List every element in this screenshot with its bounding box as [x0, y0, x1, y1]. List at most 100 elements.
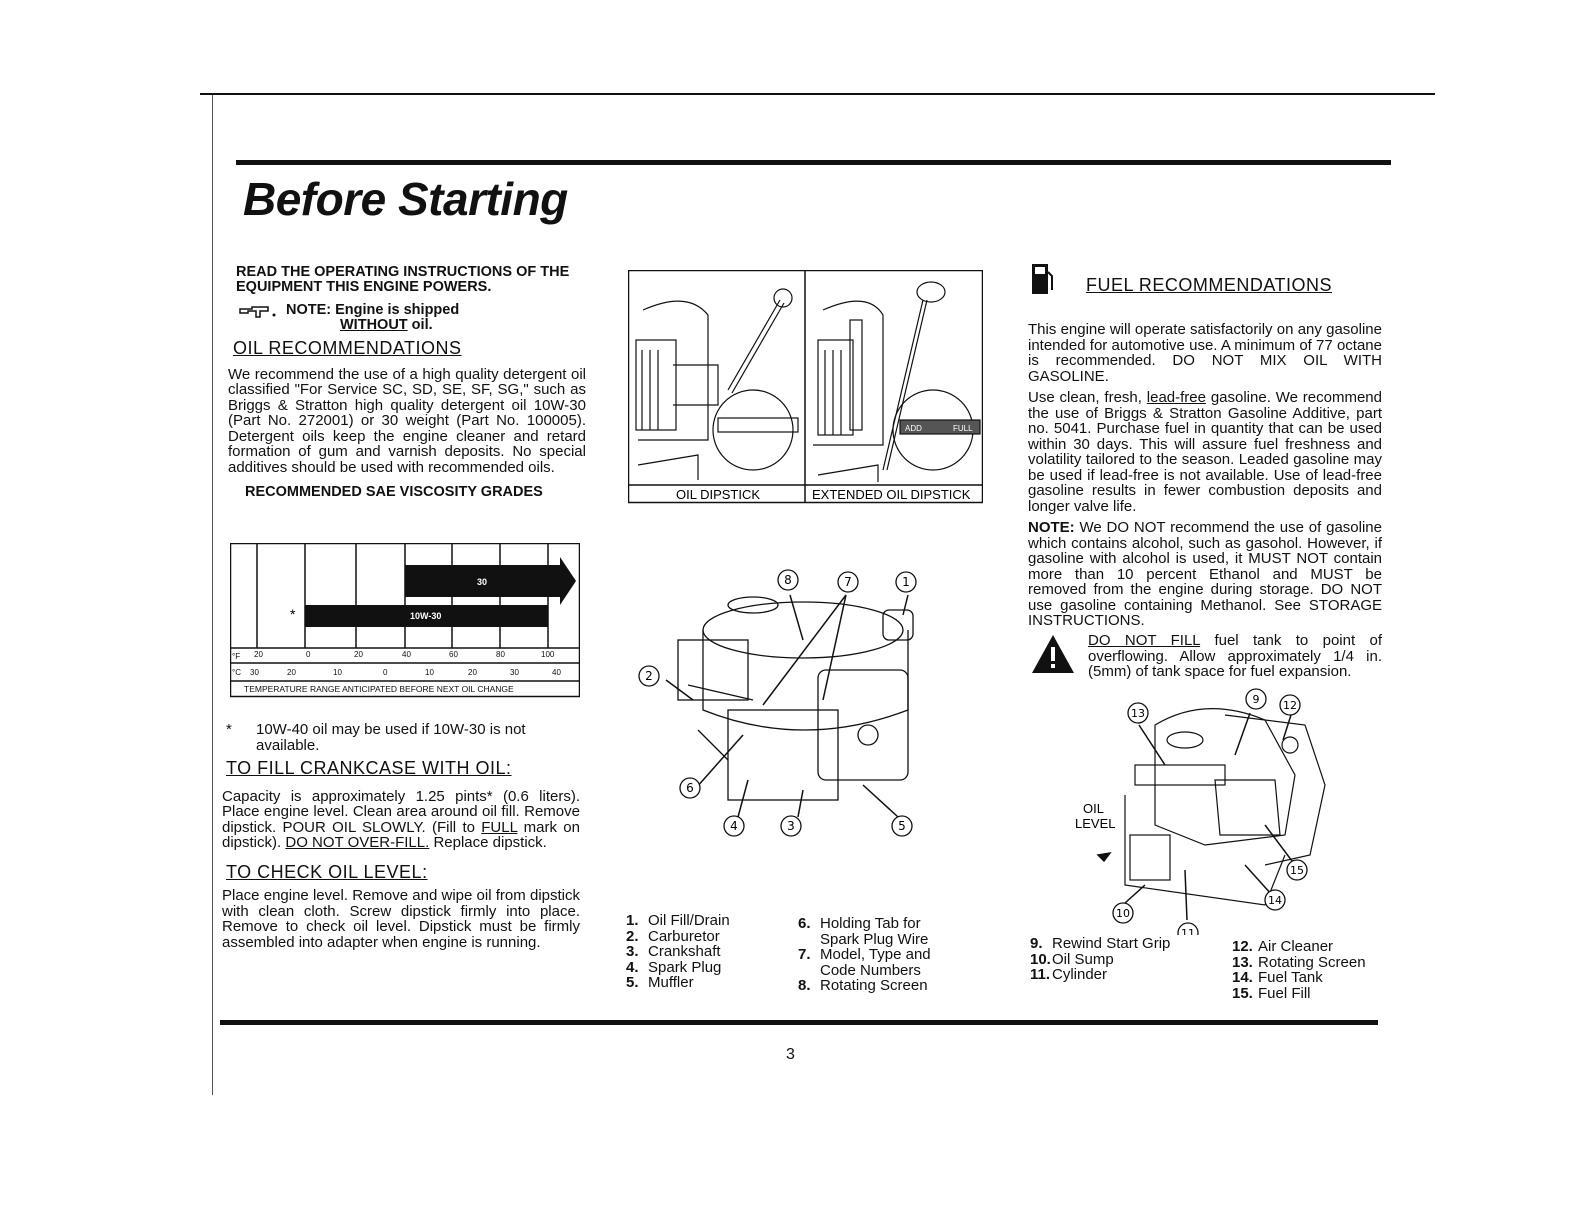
mower-drawing — [1124, 708, 1326, 906]
list-label: Carburetor — [648, 927, 720, 945]
fuel-note-text: We DO NOT recommend the use of gasoline … — [1028, 519, 1382, 629]
callout-label: 4 — [730, 819, 738, 833]
callout-label: 3 — [787, 819, 795, 833]
callout-8: 8 — [777, 569, 799, 591]
note-suffix: oil. — [407, 317, 433, 333]
viscosity-chart: 30 10W-30 * °F 20 0 20 40 60 80 100 °C 3… — [230, 543, 580, 698]
list-label: Crankshaft — [648, 943, 721, 960]
chart-asterisk: * — [290, 606, 296, 622]
list-label: Muffler — [648, 974, 694, 991]
callout-label: 11 — [1181, 927, 1195, 935]
page-number: 3 — [786, 1046, 795, 1063]
f-tick: 20 — [354, 650, 363, 659]
engine-drawing — [677, 596, 914, 801]
list-item: 5. Muffler — [626, 975, 730, 991]
list-num: 10. — [1030, 950, 1051, 968]
dip-mark-add: ADD — [905, 424, 922, 433]
c-tick: 20 — [468, 668, 477, 677]
warning-body: fuel tank to point of overflowing. Allow… — [1088, 632, 1383, 680]
list-label: Rotating Screen — [1258, 953, 1366, 971]
f-unit: °F — [232, 652, 240, 661]
do-not-fill: DO NOT FILL — [1088, 632, 1201, 649]
fill-full: FULL — [481, 818, 518, 836]
fuel-text-part: gasoline. We recommend the use of Briggs… — [1028, 389, 1382, 515]
check-heading: TO CHECK OIL LEVEL: — [226, 861, 428, 882]
callout-label: 9 — [1253, 693, 1260, 706]
callout-12: 12 — [1279, 694, 1301, 716]
callout-4: 4 — [723, 815, 745, 837]
list-item: 13.Rotating Screen — [1232, 953, 1366, 971]
list-item: 9. Rewind Start Grip — [1030, 936, 1170, 952]
warning-text: DO NOT FILL fuel tank to point of overfl… — [1088, 633, 1382, 680]
viscosity-heading: RECOMMENDED SAE VISCOSITY GRADES — [245, 484, 543, 500]
list-label: Holding Tab for Spark Plug Wire — [820, 915, 929, 948]
callout-11: 11 — [1177, 922, 1199, 935]
list-item: 11.Cylinder — [1030, 967, 1170, 983]
fuel-heading-row: FUEL RECOMMENDATIONS — [1030, 262, 1332, 296]
c-tick: 30 — [510, 668, 519, 677]
c-tick: 40 — [552, 668, 561, 677]
fuel-pump-icon — [1032, 264, 1053, 294]
callout-3: 3 — [780, 815, 802, 837]
oil-text: We recommend the use of a high quality d… — [228, 365, 586, 476]
list-label: Rotating Screen — [820, 977, 928, 994]
footer-rule — [220, 1020, 1378, 1025]
list-num: 5. — [626, 974, 639, 991]
list-num: 1. — [626, 912, 639, 929]
list-num: 6. — [798, 915, 811, 932]
fill-text-part: Replace dipstick. — [429, 834, 547, 851]
chart-caption: TEMPERATURE RANGE ANTICIPATED BEFORE NEX… — [244, 684, 514, 694]
list-item: 15.Fuel Fill — [1232, 984, 1366, 1002]
fill-heading: TO FILL CRANKCASE WITH OIL: — [226, 758, 512, 778]
header-rule — [236, 160, 1391, 165]
lead-free-text: lead-free — [1146, 389, 1206, 406]
parts-list-d: 12.Air Cleaner 13.Rotating Screen 14.Fue… — [1232, 939, 1366, 1001]
footnote-text: 10W-40 oil may be used if 10W-30 is not … — [256, 721, 526, 754]
list-item: 1.Oil Fill/Drain — [626, 913, 730, 929]
engine-leader-lines — [665, 594, 909, 818]
fuel-text-part: Use clean, fresh, — [1028, 389, 1147, 406]
callout-13: 13 — [1127, 702, 1149, 724]
list-label: Cylinder — [1052, 966, 1108, 983]
list-item: 4.Spark Plug — [626, 958, 730, 976]
oil-heading: OIL RECOMMENDATIONS — [233, 338, 462, 358]
list-num: 2. — [626, 927, 639, 945]
footnote-mark: * — [226, 721, 232, 738]
callout-14: 14 — [1264, 889, 1286, 911]
list-item: 14.Fuel Tank — [1232, 970, 1366, 986]
fuel-warning: DO NOT FILL fuel tank to point of overfl… — [1030, 633, 1382, 680]
chart-grid — [230, 543, 580, 682]
extended-dipstick-drawing — [813, 281, 981, 482]
list-num: 15. — [1232, 984, 1253, 1002]
left-column: READ THE OPERATING INSTRUCTIONS OF THE E… — [228, 265, 586, 501]
c-tick: 10 — [425, 668, 434, 677]
c-tick: 20 — [287, 668, 296, 677]
dipstick-drawing — [635, 288, 799, 480]
callout-5: 5 — [891, 815, 913, 837]
fill-text-part: mark on dipstick). — [222, 818, 580, 851]
fuel-paragraph-2: Use clean, fresh, lead-free gasoline. We… — [1028, 390, 1382, 514]
callout-label: 6 — [686, 781, 694, 795]
note-block: NOTE: Engine is shipped WITHOUT oil. — [228, 303, 586, 333]
callout-2: 2 — [638, 665, 660, 687]
callout-label: 8 — [784, 573, 792, 587]
list-num: 9. — [1030, 935, 1043, 952]
footnote: * 10W-40 oil may be used if 10W-30 is no… — [222, 722, 580, 753]
list-item: 8.Rotating Screen — [798, 978, 931, 994]
fuel-paragraph-1: This engine will operate satisfactorily … — [1028, 321, 1382, 385]
bar-30 — [405, 557, 576, 605]
check-text: Place engine level. Remove and wipe oil … — [222, 887, 580, 951]
list-item: 2. Carburetor — [626, 927, 730, 945]
list-label: Rewind Start Grip — [1052, 935, 1171, 952]
callout-label: 10 — [1116, 907, 1130, 920]
callout-label: 2 — [645, 669, 653, 683]
fuel-heading: FUEL RECOMMENDATIONS — [1086, 275, 1333, 295]
list-label: Spark Plug — [648, 958, 722, 976]
right-column: This engine will operate satisfactorily … — [1028, 322, 1382, 629]
pointing-hand-icon — [239, 306, 276, 318]
list-label: Air Cleaner — [1258, 938, 1334, 955]
callout-label: 5 — [898, 819, 906, 833]
list-item: 7.Model, Type and Code Numbers — [798, 947, 931, 978]
